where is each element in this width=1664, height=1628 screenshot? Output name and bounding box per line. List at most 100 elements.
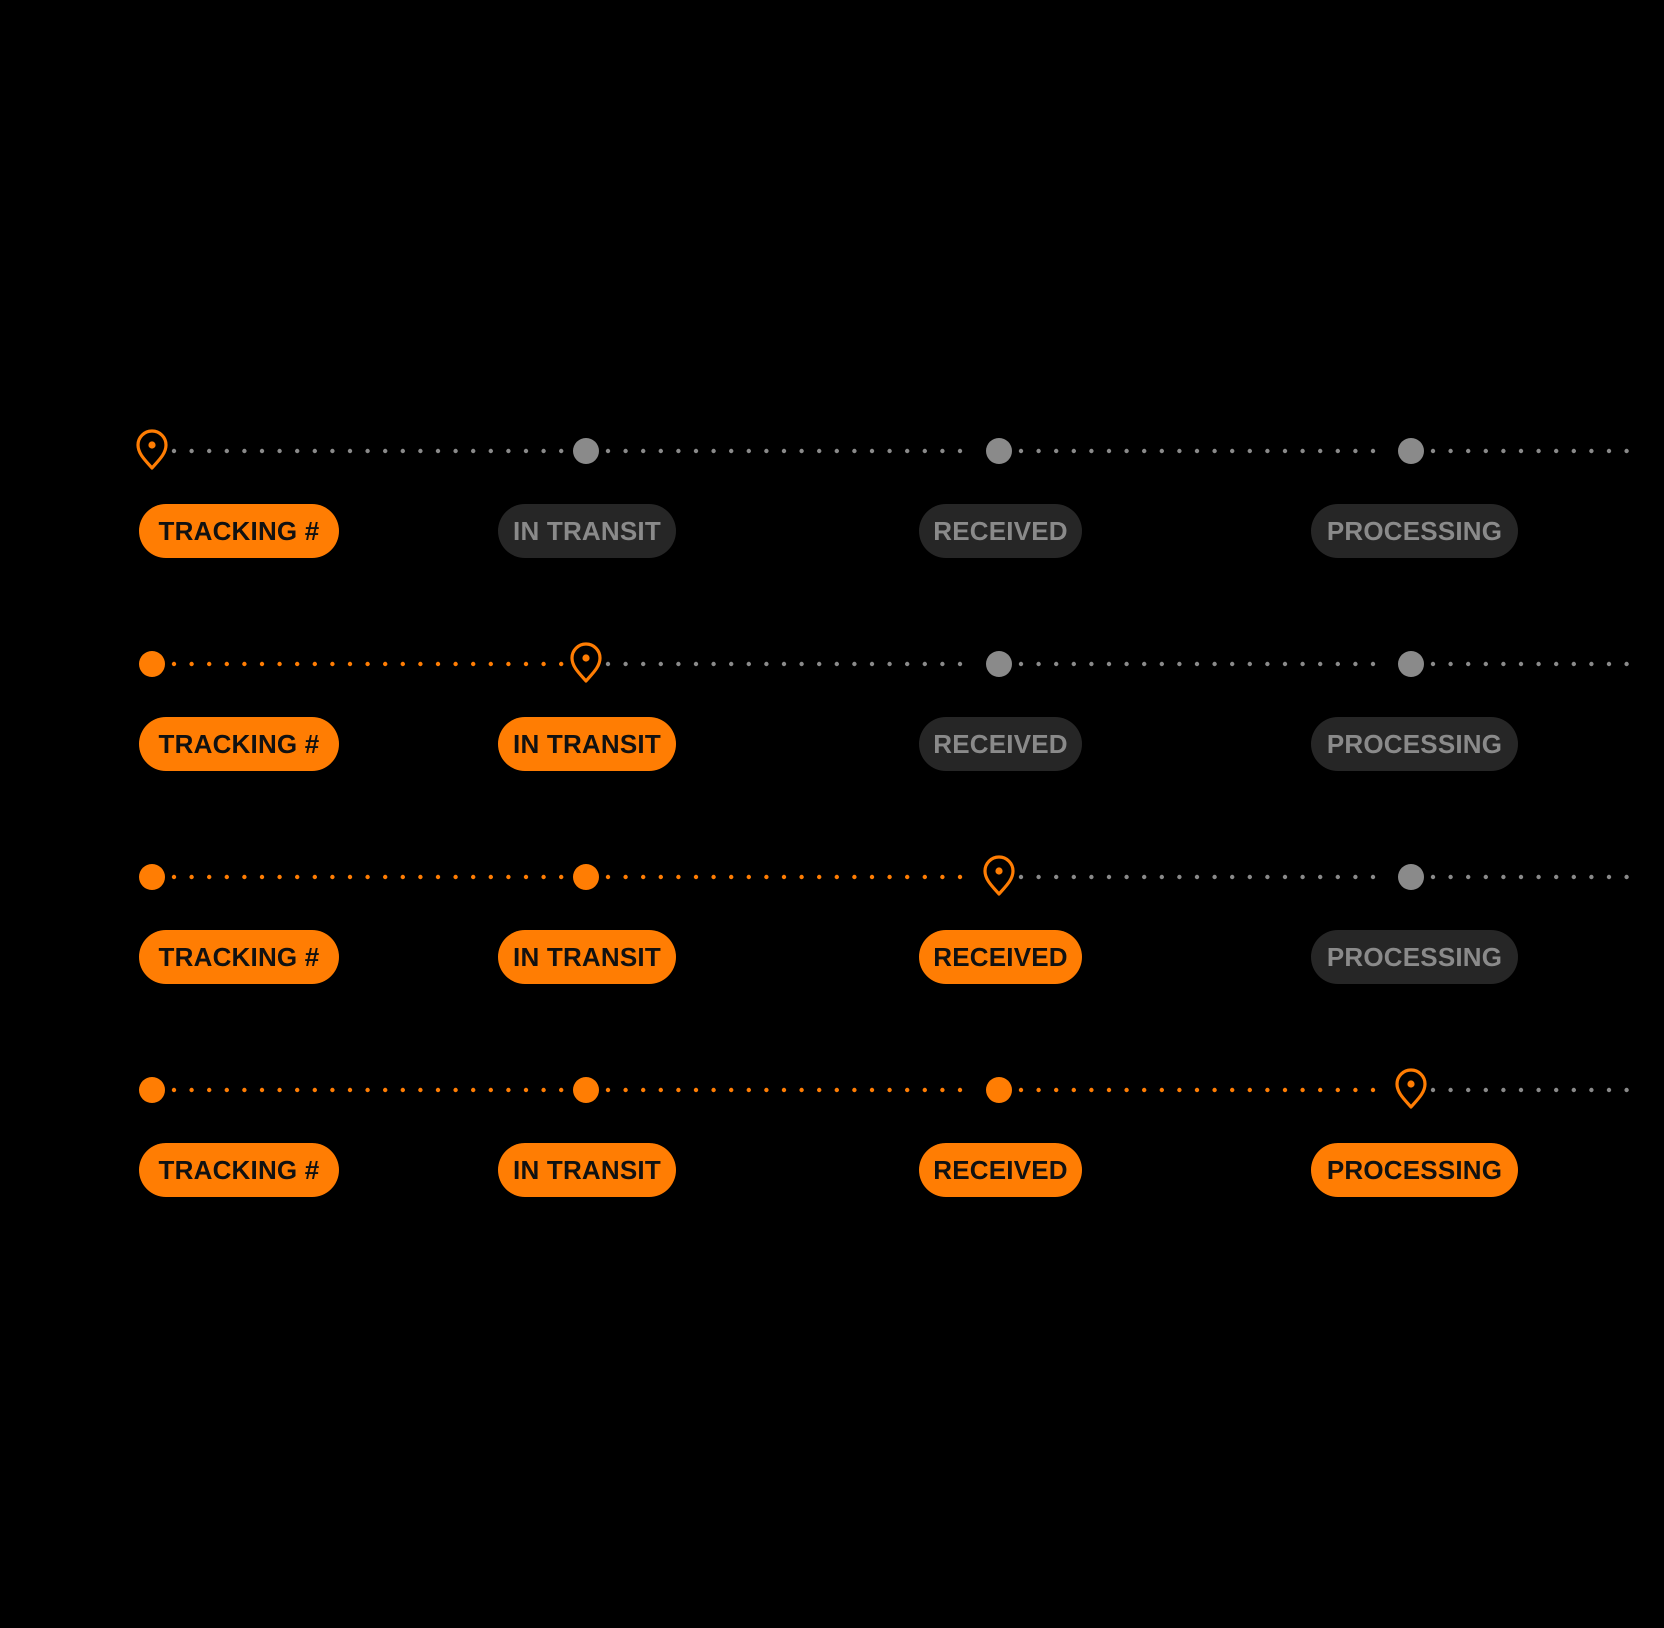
step-pill-tracking[interactable]: TRACKING # (139, 717, 339, 771)
progress-track (139, 1068, 1629, 1109)
step-node (139, 651, 165, 677)
track-dot (641, 874, 646, 880)
track-dot (418, 874, 423, 880)
track-dot (242, 874, 247, 880)
track-dot (1071, 661, 1077, 667)
track-dot (506, 1087, 511, 1093)
track-dot (171, 874, 177, 880)
track-dot (488, 874, 493, 880)
track-dot (729, 448, 734, 454)
step-pill-tracking[interactable]: TRACKING # (139, 930, 339, 984)
track-dot (259, 874, 265, 880)
track-dot (1230, 661, 1235, 667)
track-dot (383, 448, 388, 454)
track-dot (189, 874, 194, 880)
track-dot (1106, 1087, 1112, 1093)
track-dot (1589, 661, 1594, 667)
track-dot (1518, 1087, 1524, 1093)
track-dot (277, 448, 282, 454)
step-pill-received[interactable]: RECEIVED (919, 504, 1082, 558)
step-pill-processing[interactable]: PROCESSING (1311, 1143, 1518, 1197)
track-dot (799, 1087, 804, 1093)
track-dot (641, 448, 646, 454)
track-dot (905, 1087, 910, 1093)
track-dot (1089, 1087, 1094, 1093)
track-dot (383, 661, 388, 667)
track-dot (1430, 661, 1436, 667)
track-dot (1624, 448, 1629, 454)
track-dot (242, 1087, 247, 1093)
step-node (139, 1077, 165, 1103)
progress-track (136, 429, 1629, 470)
step-pill-processing[interactable]: PROCESSING (1311, 930, 1518, 984)
track-dot (1212, 661, 1217, 667)
track-dot (1142, 874, 1147, 880)
track-dot (957, 661, 963, 667)
track-dot (1536, 448, 1541, 454)
track-dot (1177, 661, 1182, 667)
track-dot (1159, 874, 1165, 880)
step-pill-received[interactable]: RECEIVED (919, 930, 1082, 984)
step-pill-tracking[interactable]: TRACKING # (139, 504, 339, 558)
track-dot (641, 1087, 646, 1093)
track-dot (418, 661, 423, 667)
track-dot (1212, 874, 1217, 880)
track-dot (869, 661, 875, 667)
track-dot (1071, 874, 1077, 880)
step-pill-received[interactable]: RECEIVED (919, 1143, 1082, 1197)
track-dot (1430, 448, 1436, 454)
track-dot (1036, 1087, 1041, 1093)
track-dot (1036, 448, 1041, 454)
track-dot (471, 661, 476, 667)
track-dot (1335, 874, 1341, 880)
track-dot (347, 1087, 353, 1093)
track-dot (1159, 448, 1165, 454)
track-dot (658, 448, 663, 454)
step-pill-in-transit[interactable]: IN TRANSIT (498, 504, 676, 558)
step-node (139, 864, 165, 890)
step-pill-processing[interactable]: PROCESSING (1311, 504, 1518, 558)
track-dot (869, 448, 875, 454)
track-dot (1571, 874, 1577, 880)
track-dot (541, 661, 546, 667)
track-dot (1177, 1087, 1182, 1093)
track-dot (330, 448, 335, 454)
track-dot (453, 661, 458, 667)
track-dot (559, 1087, 564, 1093)
track-dot (506, 661, 511, 667)
track-dot (207, 1087, 212, 1093)
track-dot (1265, 448, 1270, 454)
track-dot (1536, 874, 1541, 880)
track-dot (1554, 874, 1559, 880)
track-dot (764, 448, 769, 454)
track-dot (312, 661, 317, 667)
track-dot (295, 661, 300, 667)
track-dot (887, 448, 892, 454)
step-pill-tracking[interactable]: TRACKING # (139, 1143, 339, 1197)
track-dot (1300, 448, 1305, 454)
track-dot (1194, 874, 1200, 880)
track-dot (189, 448, 194, 454)
track-dot (1194, 1087, 1200, 1093)
track-dot (541, 448, 546, 454)
track-dot (207, 874, 212, 880)
step-pill-received[interactable]: RECEIVED (919, 717, 1082, 771)
track-dot (781, 661, 787, 667)
step-pill-in-transit[interactable]: IN TRANSIT (498, 1143, 676, 1197)
track-dot (471, 448, 476, 454)
track-dot (641, 661, 646, 667)
track-dot (435, 448, 441, 454)
step-pill-in-transit[interactable]: IN TRANSIT (498, 717, 676, 771)
track-dot (1142, 1087, 1147, 1093)
track-dot (940, 874, 945, 880)
track-dot (834, 1087, 839, 1093)
track-dot (207, 661, 212, 667)
track-dot (1106, 661, 1112, 667)
track-dot (605, 661, 611, 667)
step-pill-in-transit[interactable]: IN TRANSIT (498, 930, 676, 984)
track-dot (330, 874, 335, 880)
track-dot (1370, 1087, 1376, 1093)
track-dot (418, 1087, 423, 1093)
step-pill-processing[interactable]: PROCESSING (1311, 717, 1518, 771)
track-dot (1159, 661, 1165, 667)
